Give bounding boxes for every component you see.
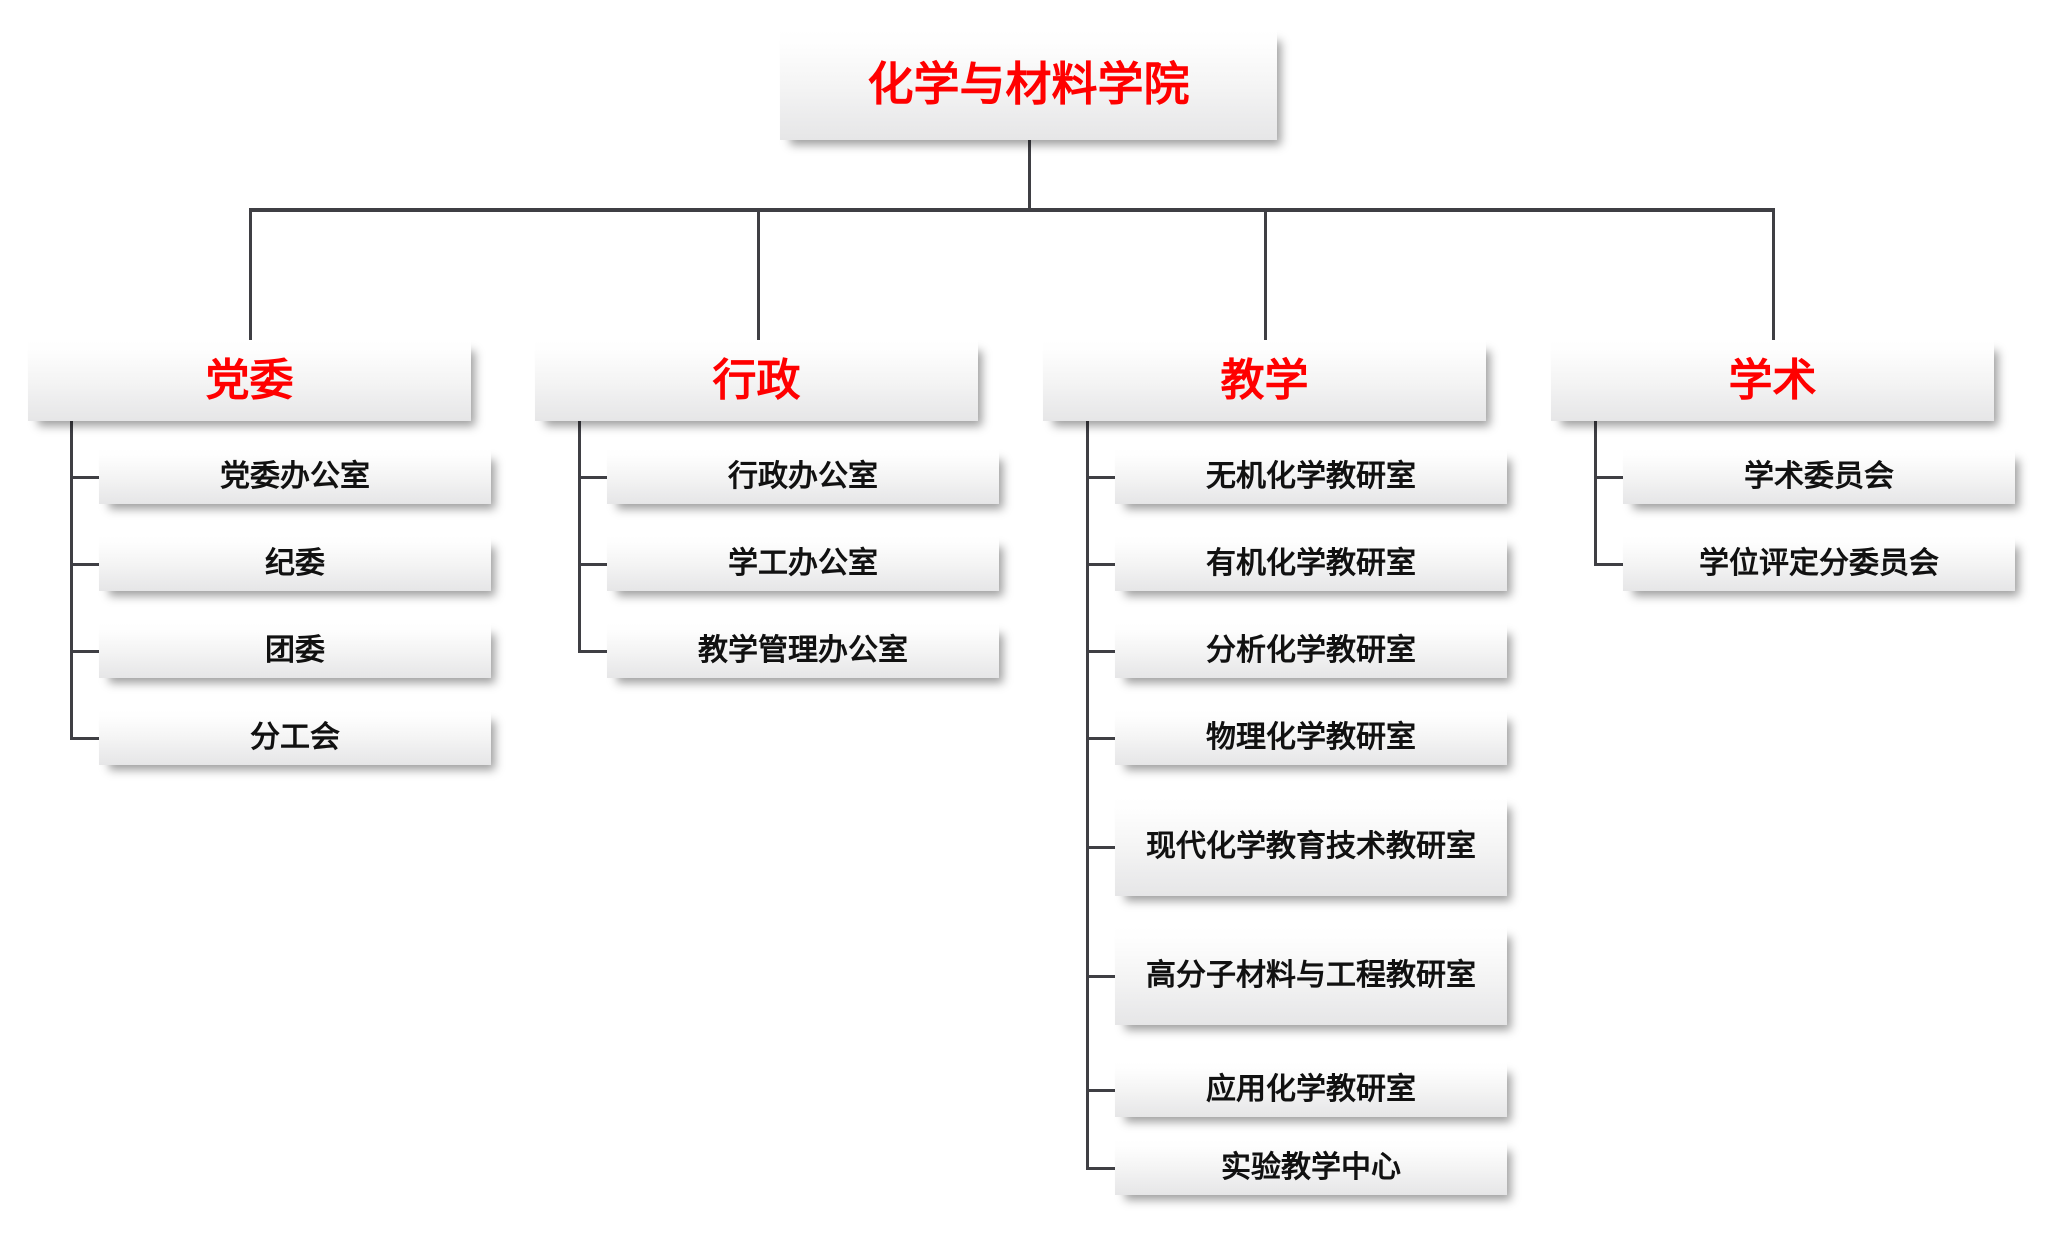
connector-stub-party-1 [70, 563, 102, 566]
connector-stub-admin-1 [578, 563, 610, 566]
connector-level2-bus [249, 208, 1775, 212]
node-leaf-teaching-1[interactable]: 有机化学教研室 [1115, 536, 1507, 591]
node-root[interactable]: 化学与材料学院 [780, 30, 1277, 140]
connector-stub-teaching-6 [1086, 1089, 1118, 1092]
connector-stub-academic-1 [1594, 563, 1626, 566]
node-leaf-party-1-label: 纪委 [265, 545, 325, 581]
node-leaf-teaching-7-label: 实验教学中心 [1221, 1149, 1401, 1185]
node-leaf-admin-2-label: 教学管理办公室 [698, 632, 908, 668]
node-leaf-academic-0-label: 学术委员会 [1744, 458, 1894, 494]
connector-stub-teaching-1 [1086, 563, 1118, 566]
connector-stub-party-0 [70, 476, 102, 479]
node-leaf-teaching-6-label: 应用化学教研室 [1206, 1071, 1416, 1107]
node-leaf-party-2[interactable]: 团委 [99, 623, 491, 678]
connector-stub-teaching-2 [1086, 650, 1118, 653]
node-leaf-admin-2[interactable]: 教学管理办公室 [607, 623, 999, 678]
node-leaf-party-0-label: 党委办公室 [220, 458, 370, 494]
node-leaf-teaching-1-label: 有机化学教研室 [1206, 545, 1416, 581]
node-leaf-teaching-4-label: 现代化学教育技术教研室 [1146, 828, 1476, 864]
connector-stub-teaching-4 [1086, 846, 1118, 849]
connector-drop-teaching [1264, 208, 1267, 340]
node-leaf-admin-1-label: 学工办公室 [728, 545, 878, 581]
connector-stub-teaching-5 [1086, 975, 1118, 978]
node-leaf-academic-1-label: 学位评定分委员会 [1699, 545, 1939, 581]
node-category-party[interactable]: 党委 [28, 340, 471, 421]
node-leaf-academic-0[interactable]: 学术委员会 [1623, 449, 2015, 504]
node-leaf-teaching-5-label: 高分子材料与工程教研室 [1146, 957, 1476, 993]
connector-trunk-teaching [1086, 421, 1089, 1169]
node-category-party-label: 党委 [205, 354, 294, 406]
node-category-teaching-label: 教学 [1220, 354, 1309, 406]
node-leaf-teaching-4[interactable]: 现代化学教育技术教研室 [1115, 797, 1507, 896]
connector-root-stem [1028, 140, 1031, 211]
connector-stub-teaching-0 [1086, 476, 1118, 479]
node-category-admin[interactable]: 行政 [535, 340, 978, 421]
node-leaf-teaching-6[interactable]: 应用化学教研室 [1115, 1062, 1507, 1117]
connector-drop-admin [757, 208, 760, 340]
connector-trunk-academic [1594, 421, 1597, 564]
connector-stub-teaching-3 [1086, 737, 1118, 740]
node-leaf-party-0[interactable]: 党委办公室 [99, 449, 491, 504]
node-leaf-admin-0-label: 行政办公室 [728, 458, 878, 494]
connector-stub-teaching-7 [1086, 1167, 1118, 1170]
node-category-academic[interactable]: 学术 [1551, 340, 1994, 421]
node-leaf-teaching-0[interactable]: 无机化学教研室 [1115, 449, 1507, 504]
node-leaf-teaching-3[interactable]: 物理化学教研室 [1115, 710, 1507, 765]
node-category-academic-label: 学术 [1728, 354, 1817, 406]
node-leaf-teaching-2[interactable]: 分析化学教研室 [1115, 623, 1507, 678]
node-leaf-academic-1[interactable]: 学位评定分委员会 [1623, 536, 2015, 591]
connector-drop-academic [1772, 208, 1775, 340]
connector-stub-academic-0 [1594, 476, 1626, 479]
node-leaf-admin-0[interactable]: 行政办公室 [607, 449, 999, 504]
node-root-label: 化学与材料学院 [867, 57, 1190, 112]
node-leaf-teaching-5[interactable]: 高分子材料与工程教研室 [1115, 926, 1507, 1025]
node-leaf-party-2-label: 团委 [265, 632, 325, 668]
node-leaf-teaching-0-label: 无机化学教研室 [1206, 458, 1416, 494]
connector-trunk-admin [578, 421, 581, 651]
node-leaf-party-3[interactable]: 分工会 [99, 710, 491, 765]
connector-trunk-party [70, 421, 73, 738]
connector-stub-party-2 [70, 650, 102, 653]
connector-stub-party-3 [70, 737, 102, 740]
connector-stub-admin-0 [578, 476, 610, 479]
node-leaf-teaching-2-label: 分析化学教研室 [1206, 632, 1416, 668]
node-category-admin-label: 行政 [712, 354, 801, 406]
node-leaf-party-1[interactable]: 纪委 [99, 536, 491, 591]
node-leaf-teaching-3-label: 物理化学教研室 [1206, 719, 1416, 755]
connector-drop-party [249, 208, 252, 340]
connector-stub-admin-2 [578, 650, 610, 653]
node-leaf-admin-1[interactable]: 学工办公室 [607, 536, 999, 591]
node-leaf-party-3-label: 分工会 [250, 719, 340, 755]
node-category-teaching[interactable]: 教学 [1043, 340, 1486, 421]
node-leaf-teaching-7[interactable]: 实验教学中心 [1115, 1140, 1507, 1195]
